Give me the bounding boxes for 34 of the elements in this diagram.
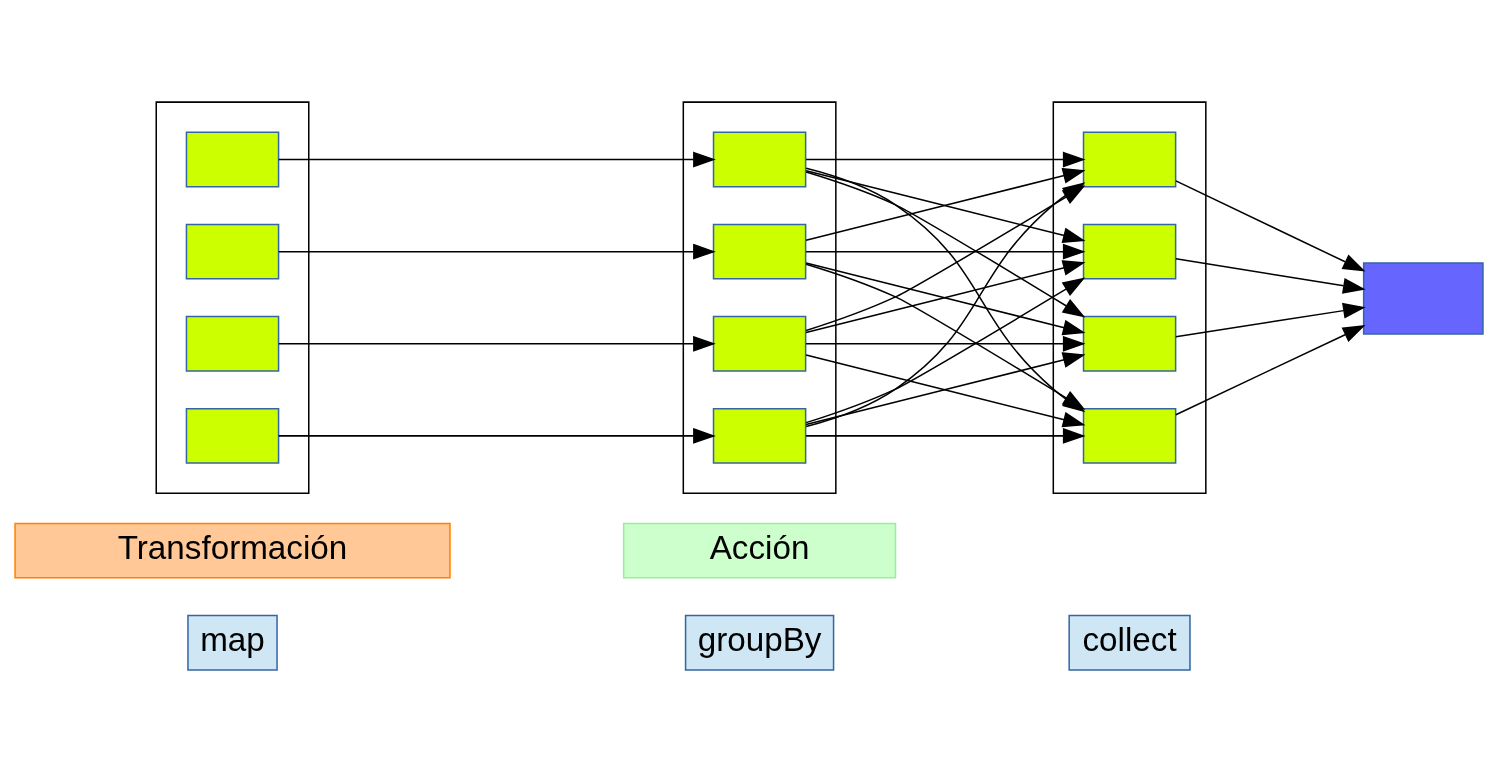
arrow bbox=[277, 427, 716, 444]
cluster bbox=[1052, 101, 1207, 495]
node-box bbox=[1362, 262, 1484, 335]
node-box: collect bbox=[1068, 614, 1191, 671]
node-box bbox=[712, 407, 807, 464]
cluster bbox=[682, 101, 837, 495]
arrow bbox=[805, 243, 1086, 260]
node-box bbox=[1082, 223, 1177, 280]
node-box bbox=[185, 223, 280, 280]
node-box bbox=[1082, 131, 1177, 188]
node-box bbox=[712, 131, 807, 188]
arrow bbox=[1175, 180, 1366, 272]
node-box bbox=[712, 315, 807, 372]
node-box bbox=[185, 131, 280, 188]
node-box: Acción bbox=[622, 522, 897, 579]
arrow bbox=[277, 243, 716, 260]
arrow bbox=[277, 335, 716, 352]
arrow bbox=[277, 151, 716, 168]
arrow bbox=[1175, 325, 1366, 416]
node-box: Transformación bbox=[14, 522, 451, 579]
arrow bbox=[805, 151, 1086, 168]
node-box: groupBy bbox=[684, 614, 835, 671]
node-box bbox=[185, 315, 280, 372]
arrow bbox=[805, 335, 1086, 352]
arrow bbox=[1175, 302, 1366, 338]
arrow bbox=[805, 427, 1086, 444]
arrow bbox=[1175, 258, 1366, 294]
node-box: map bbox=[187, 614, 278, 671]
cluster bbox=[155, 101, 310, 495]
node-box bbox=[1082, 315, 1177, 372]
node-box bbox=[185, 407, 280, 464]
node-box bbox=[1082, 407, 1177, 464]
node-box bbox=[712, 223, 807, 280]
arrow bbox=[805, 263, 1086, 410]
